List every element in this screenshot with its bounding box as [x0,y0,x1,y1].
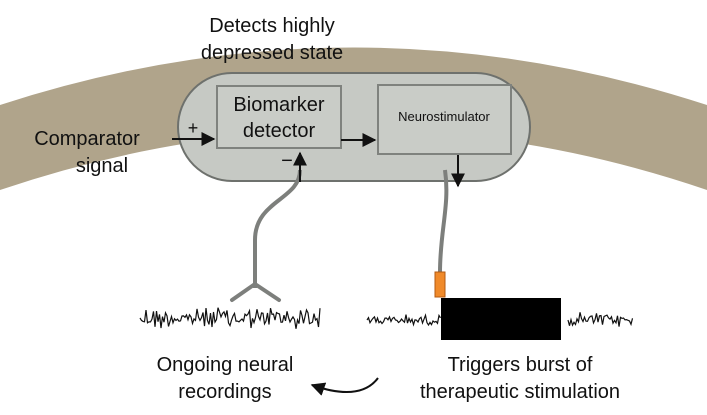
minus-sign: − [281,150,293,172]
plus-sign: + [188,118,199,138]
ongoing-label-line2: recordings [178,381,271,403]
neurostimulator-label: Neurostimulator [398,109,490,124]
triggers-label-line2: therapeutic stimulation [420,381,620,403]
comparator-label-line2: signal [76,155,128,177]
ongoing-neural-trace [139,307,321,329]
triggers-label-line1: Triggers burst of [448,354,593,376]
feedback-return-arrow [310,377,379,396]
recording-electrode-fork [230,282,281,302]
stimulation-lead [438,169,449,273]
biomarker-label-line1: Biomarker [233,94,324,116]
top-label-line2: depressed state [201,42,343,64]
biomarker-detector-box [216,85,342,149]
top-label-line1: Detects highly [209,15,335,37]
stimulation-electrode-tip [434,271,446,298]
neurostimulator-box [377,84,512,155]
pre-stimulation-trace [366,313,442,327]
stimulation-burst-block [441,298,561,340]
recording-lead [253,169,302,288]
biomarker-label-line2: detector [243,120,316,142]
ongoing-label-line1: Ongoing neural [157,354,294,376]
post-stimulation-trace [567,312,634,327]
comparator-label-line1: Comparator [34,128,140,150]
